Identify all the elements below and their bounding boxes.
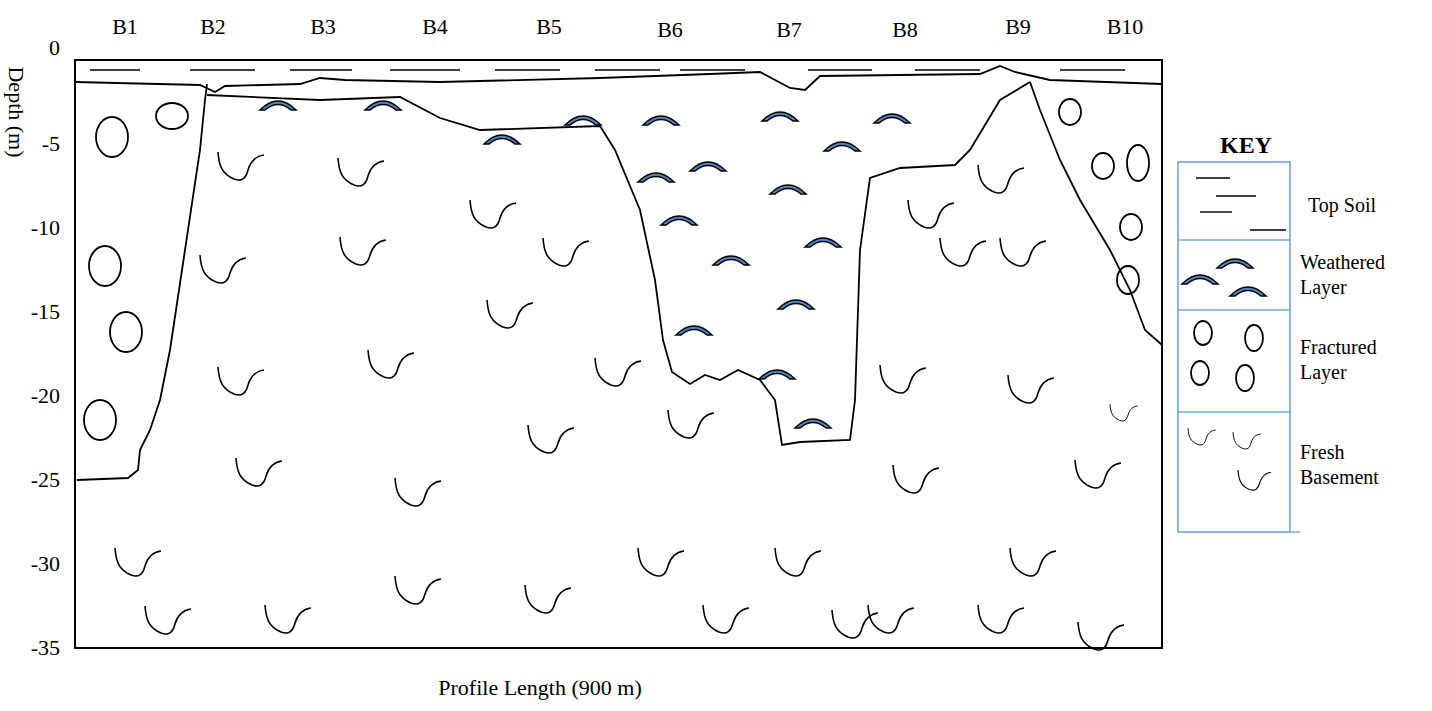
depth-tick: -30: [31, 551, 60, 576]
depth-tick: -20: [31, 383, 60, 408]
profile-label: B4: [422, 14, 448, 39]
profile-label: B5: [536, 14, 562, 39]
depth-tick: -25: [31, 467, 60, 492]
profile-label: B2: [200, 14, 226, 39]
legend-text: Weathered Layer: [1300, 250, 1418, 300]
profile-label: B6: [657, 17, 683, 42]
legend-text: Fresh Basement: [1300, 440, 1418, 490]
legend-text: Top Soil: [1308, 193, 1426, 218]
legend-title: KEY: [1220, 132, 1272, 160]
profile-label: B10: [1107, 14, 1144, 39]
profile-label: B8: [892, 17, 918, 42]
profile-label: B1: [112, 14, 138, 39]
axis-title: Profile Length (900 m): [438, 675, 641, 700]
profile-label: B7: [776, 17, 802, 42]
depth-tick: -5: [42, 131, 60, 156]
profile-label: B9: [1005, 14, 1031, 39]
axis-title: Depth (m): [3, 66, 28, 157]
depth-tick: 0: [49, 35, 60, 60]
depth-tick: -15: [31, 299, 60, 324]
depth-tick: -10: [31, 215, 60, 240]
legend-text: Fractured Layer: [1300, 335, 1418, 385]
profile-label: B3: [310, 14, 336, 39]
depth-tick: -35: [31, 635, 60, 660]
